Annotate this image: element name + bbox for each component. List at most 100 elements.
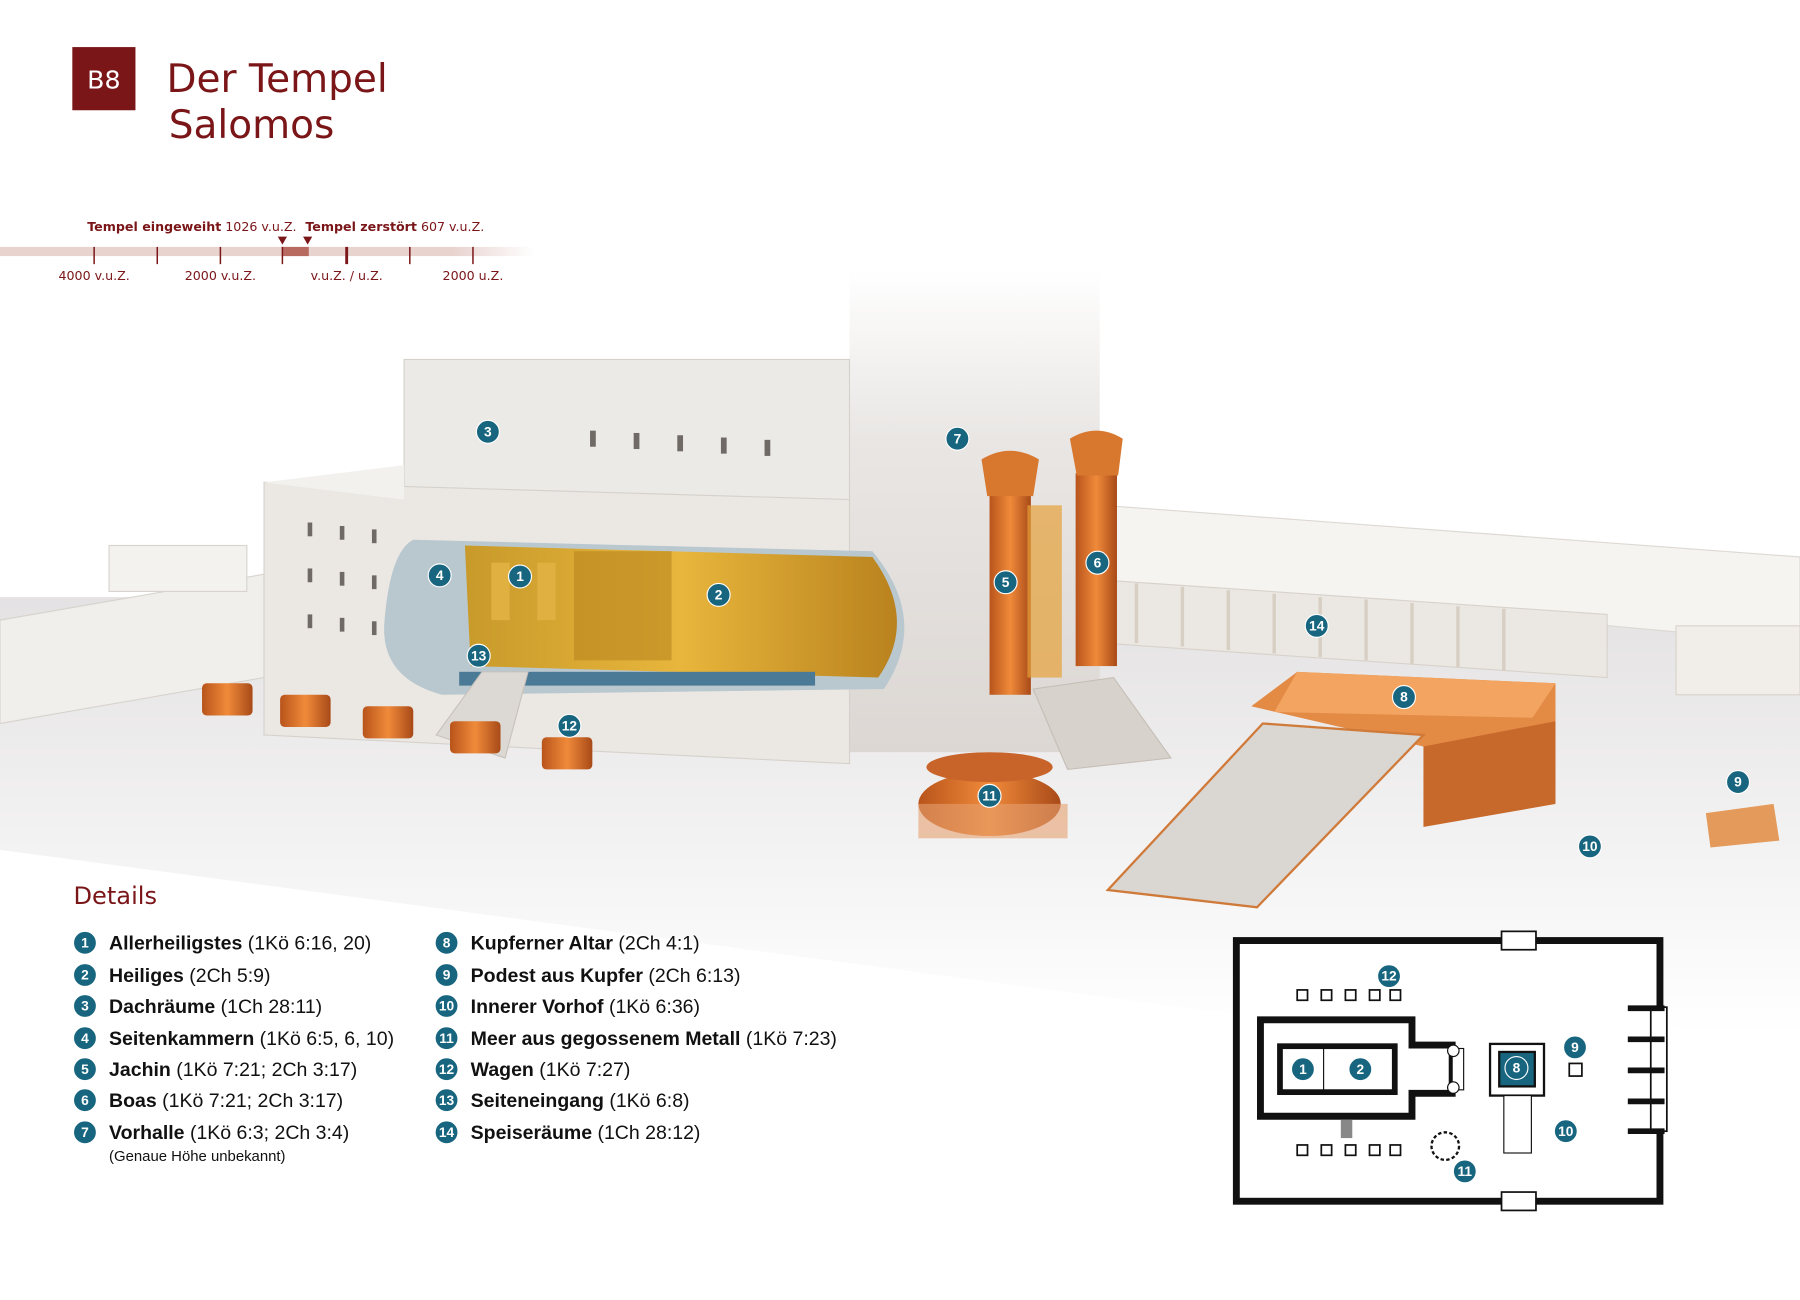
- svg-text:6: 6: [81, 1093, 89, 1108]
- porch-steps: [1032, 676, 1172, 771]
- legend-note: (Genaue Höhe unbekannt): [109, 1148, 286, 1165]
- plan-sea: [1430, 1131, 1461, 1162]
- marker-12: 12: [557, 713, 582, 738]
- svg-text:10: 10: [439, 999, 455, 1014]
- plan-carts: [1296, 989, 1402, 1157]
- marker-10: 10: [1577, 834, 1602, 859]
- legend-item-5: 5 Jachin (1Kö 7:21; 2Ch 3:17): [72, 1057, 357, 1082]
- svg-text:2: 2: [81, 968, 89, 983]
- timeline-bar: [0, 246, 534, 257]
- marker-11: 11: [977, 783, 1002, 808]
- page-title-line-1: Der Tempel: [166, 57, 387, 102]
- svg-text:14: 14: [1309, 618, 1325, 633]
- legend-item-13: 13 Seiteneingang (1Kö 6:8): [434, 1088, 690, 1113]
- details-heading: Details: [73, 882, 157, 910]
- svg-text:6: 6: [1094, 555, 1102, 570]
- marker-2: 2: [706, 582, 731, 607]
- illustration-markers: 1 2 3 4 5 6 7 8 9 10 11 12 13 14: [427, 419, 1751, 859]
- legend-item-7: 7 Vorhalle (1Kö 6:3; 2Ch 3:4) (Genaue Höh…: [72, 1120, 349, 1165]
- svg-text:10: 10: [1558, 1124, 1574, 1139]
- tick-label: 4000 v.u.Z.: [58, 268, 129, 283]
- timeline-event-markers: [277, 236, 313, 245]
- marker-8: 8: [1391, 685, 1417, 710]
- svg-text:Allerheiligstes (1Kö 6:16, 20): Allerheiligstes (1Kö 6:16, 20): [109, 933, 371, 955]
- svg-text:12: 12: [1381, 969, 1397, 984]
- svg-text:5: 5: [1002, 575, 1010, 590]
- svg-text:Vorhalle (1Kö 6:3; 2Ch 3:4): Vorhalle (1Kö 6:3; 2Ch 3:4): [109, 1122, 349, 1144]
- temple-illustration: 1 2 3 4 5 6 7 8 9 10 11 12 13 14: [0, 269, 1800, 1034]
- svg-text:Innerer Vorhof (1Kö 6:36): Innerer Vorhof (1Kö 6:36): [471, 996, 700, 1018]
- svg-text:Seiteneingang (1Kö 6:8): Seiteneingang (1Kö 6:8): [471, 1090, 690, 1112]
- marker-4: 4: [427, 563, 452, 588]
- event-dedicated: Tempel eingeweiht 1026 v.u.Z.: [87, 219, 296, 234]
- svg-text:12: 12: [439, 1062, 455, 1077]
- chapter-badge: [72, 47, 136, 111]
- svg-text:12: 12: [562, 718, 578, 733]
- legend-item-9: 9 Podest aus Kupfer (2Ch 6:13): [434, 962, 741, 988]
- marker-7: 7: [945, 426, 970, 451]
- legend-item-10: 10 Innerer Vorhof (1Kö 6:36): [434, 993, 700, 1019]
- timeline-temple-period: [282, 246, 309, 257]
- svg-text:8: 8: [443, 935, 451, 950]
- pillar-jachin: [989, 493, 1031, 695]
- svg-text:Heiliges (2Ch 5:9): Heiliges (2Ch 5:9): [109, 965, 270, 987]
- svg-text:10: 10: [1582, 839, 1598, 854]
- marker-1: 1: [507, 564, 533, 589]
- svg-text:7: 7: [81, 1125, 89, 1140]
- legend-item-14: 14 Speiseräume (1Ch 28:12): [434, 1120, 701, 1145]
- svg-text:Seitenkammern (1Kö 6:5, 6, 10): Seitenkammern (1Kö 6:5, 6, 10): [109, 1028, 394, 1050]
- svg-text:9: 9: [1734, 775, 1742, 790]
- marker-3: 3: [475, 419, 500, 444]
- svg-text:3: 3: [81, 999, 89, 1014]
- legend-item-3: 3 Dachräume (1Ch 28:11): [72, 993, 322, 1019]
- svg-text:9: 9: [443, 968, 451, 983]
- svg-text:1: 1: [81, 935, 89, 950]
- svg-text:3: 3: [484, 424, 492, 439]
- svg-text:Dachräume (1Ch 28:11): Dachräume (1Ch 28:11): [109, 996, 322, 1018]
- svg-text:Speiseräume (1Ch 28:12): Speiseräume (1Ch 28:12): [471, 1122, 701, 1144]
- svg-text:13: 13: [439, 1093, 455, 1108]
- altar-ramp: [1105, 722, 1427, 909]
- svg-text:2: 2: [1357, 1062, 1365, 1077]
- svg-text:Wagen (1Kö 7:27): Wagen (1Kö 7:27): [471, 1059, 631, 1081]
- svg-text:Podest aus Kupfer (2Ch 6:13): Podest aus Kupfer (2Ch 6:13): [471, 965, 741, 987]
- svg-text:Kupferner Altar (2Ch 4:1): Kupferner Altar (2Ch 4:1): [471, 933, 700, 955]
- svg-text:4: 4: [81, 1031, 89, 1046]
- event-destroyed: Tempel zerstört 607 v.u.Z.: [305, 219, 484, 234]
- legend-item-4: 4 Seitenkammern (1Kö 6:5, 6, 10): [72, 1026, 394, 1051]
- svg-text:11: 11: [1458, 1164, 1473, 1179]
- chapter-badge-label: B8: [87, 65, 120, 94]
- svg-text:2: 2: [715, 587, 723, 602]
- copper-platform: [1705, 803, 1780, 848]
- legend-item-6: 6 Boas (1Kö 7:21; 2Ch 3:17): [72, 1088, 343, 1113]
- svg-text:5: 5: [81, 1062, 89, 1077]
- marker-6: 6: [1085, 550, 1110, 575]
- legend-item-12: 12 Wagen (1Kö 7:27): [434, 1057, 631, 1082]
- svg-text:13: 13: [471, 648, 487, 663]
- page-title-line-2: Salomos: [169, 103, 335, 148]
- svg-text:7: 7: [954, 431, 962, 446]
- svg-text:1: 1: [516, 569, 524, 584]
- svg-text:11: 11: [439, 1031, 454, 1046]
- svg-text:Boas (1Kö 7:21; 2Ch 3:17): Boas (1Kö 7:21; 2Ch 3:17): [109, 1090, 343, 1112]
- marker-5: 5: [993, 570, 1018, 595]
- legend-item-2: 2 Heiliges (2Ch 5:9): [72, 962, 271, 988]
- legend-item-1: 1 Allerheiligstes (1Kö 6:16, 20): [72, 930, 371, 955]
- carts: [202, 683, 593, 770]
- tick-label: v.u.Z. / u.Z.: [311, 268, 383, 283]
- plan-markers: 1 2 8 9 10 11 12: [1290, 964, 1588, 1184]
- header: B8 Der Tempel Salomos: [72, 47, 388, 148]
- svg-text:4: 4: [436, 568, 444, 583]
- tick-label: 2000 u.Z.: [443, 268, 504, 283]
- plan-platform: [1568, 1062, 1583, 1077]
- floor-plan: 1 2 8 9 10 11 12: [1232, 930, 1668, 1212]
- svg-text:Jachin (1Kö 7:21; 2Ch 3:17): Jachin (1Kö 7:21; 2Ch 3:17): [109, 1059, 357, 1081]
- svg-text:11: 11: [982, 788, 997, 803]
- tick-label: 2000 v.u.Z.: [185, 268, 256, 283]
- svg-text:Meer aus gegossenem Metall (1K: Meer aus gegossenem Metall (1Kö 7:23): [471, 1028, 837, 1050]
- timeline: Tempel eingeweiht 1026 v.u.Z. Tempel zer…: [0, 219, 534, 283]
- svg-text:14: 14: [439, 1125, 455, 1140]
- marker-13: 13: [466, 643, 491, 668]
- legend-item-8: 8 Kupferner Altar (2Ch 4:1): [434, 930, 700, 955]
